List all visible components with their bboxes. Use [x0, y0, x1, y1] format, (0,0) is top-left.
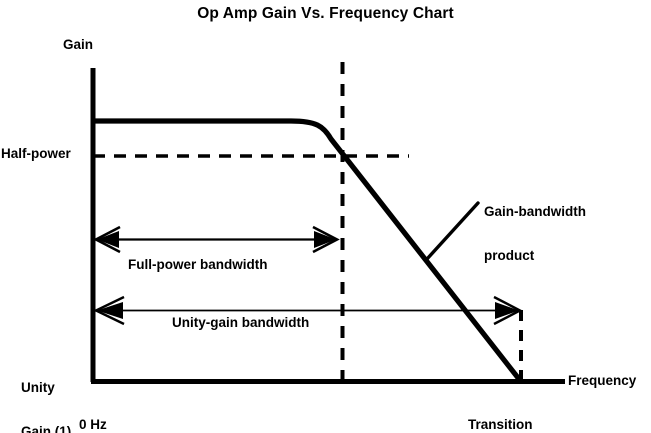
unity-gain-tick-label-line2: Gain (1) — [21, 423, 72, 433]
gain-bandwidth-product-label: Gain-bandwidth product — [484, 176, 586, 293]
gain-bandwidth-product-leader-line — [425, 201, 480, 261]
transition-frequency-label-line1: Transition — [468, 417, 533, 433]
gain-bandwidth-product-label-line1: Gain-bandwidth — [484, 204, 586, 220]
x-axis-label: Frequency — [568, 373, 637, 388]
full-power-bandwidth-arrow — [93, 225, 340, 254]
gain-response-curve — [91, 118, 523, 383]
half-power-tick-label: Half-power — [1, 146, 71, 161]
unity-gain-bandwidth-arrow — [93, 295, 523, 326]
unity-gain-tick-label: Unity Gain (1) — [21, 352, 71, 433]
y-axis-label: Gain — [63, 37, 94, 52]
origin-frequency-tick-label-line1: 0 Hz — [79, 417, 107, 433]
full-power-bandwidth-label: Full-power bandwidth — [128, 257, 268, 272]
gain-bandwidth-product-label-line2: product — [484, 247, 535, 263]
origin-frequency-tick-label: 0 Hz (DC) — [79, 389, 108, 433]
unity-gain-tick-label-line1: Unity — [21, 380, 55, 396]
unity-gain-bandwidth-label: Unity-gain bandwidth — [172, 315, 310, 330]
page-title: Op Amp Gain Vs. Frequency Chart — [197, 5, 454, 22]
transition-frequency-label: Transition frequency — [468, 389, 533, 433]
